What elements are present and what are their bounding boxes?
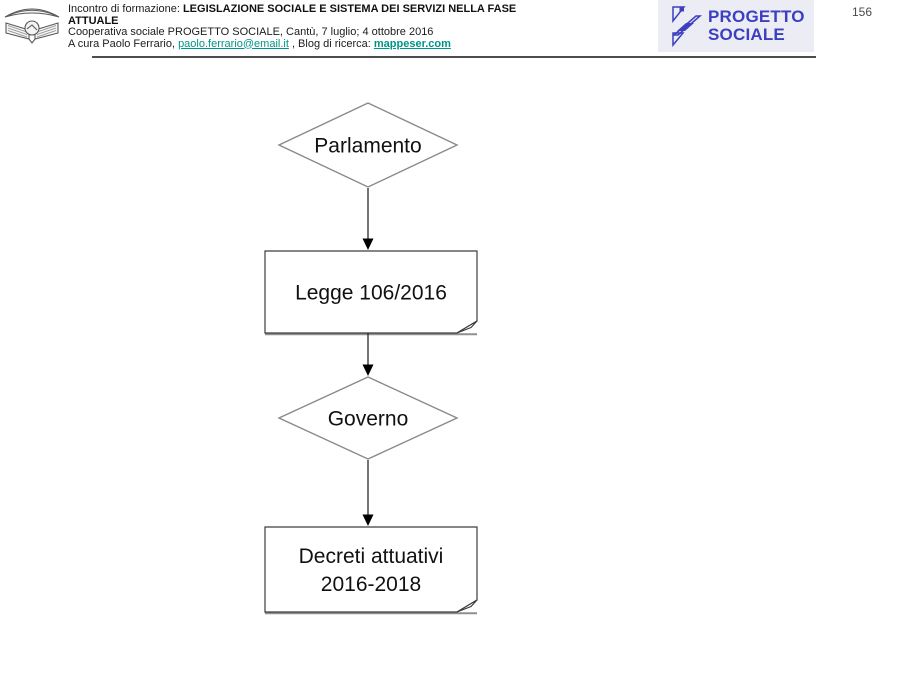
node-decreti-label-line1: Decreti attuativi — [299, 545, 444, 568]
node-decreti-fold — [456, 599, 478, 613]
handshake-book-logo-icon — [4, 8, 60, 44]
page-title: Incontro di formazione: LEGISLAZIONE SOC… — [68, 3, 648, 16]
node-decreti-shape — [264, 526, 478, 613]
legislation-flowchart: Parlamento Legge 106/2016 Governo Decret… — [264, 102, 478, 615]
header-text-block: Incontro di formazione: LEGISLAZIONE SOC… — [68, 3, 648, 50]
blog-link[interactable]: mappeser.com — [373, 37, 451, 50]
email-link[interactable]: paolo.ferrario@email.it — [178, 37, 289, 50]
page-title-line2: ATTUALE — [68, 14, 119, 27]
node-governo-label: Governo — [328, 408, 409, 431]
node-decreti-label-line2: 2016-2018 — [321, 573, 421, 596]
title-bold: LEGISLAZIONE SOCIALE E SISTEMA DEI SERVI… — [182, 3, 517, 15]
arrowhead-icon — [362, 514, 374, 526]
header-subtitle: Cooperativa sociale PROGETTO SOCIALE, Ca… — [68, 26, 434, 38]
arrowhead-icon — [362, 364, 374, 376]
node-legge-label: Legge 106/2016 — [295, 282, 447, 305]
node-parlamento-shape — [277, 102, 459, 188]
progetto-sociale-mark-icon — [671, 6, 703, 48]
node-parlamento-label: Parlamento — [314, 135, 421, 158]
header-credits: A cura Paolo Ferrario, paolo.ferrario@em… — [68, 37, 451, 50]
progetto-sociale-logo: PROGETTO SOCIALE — [658, 0, 814, 52]
arrowhead-icon — [362, 238, 374, 250]
node-governo-shape — [277, 376, 459, 460]
header-divider — [92, 56, 816, 58]
title-prefix: Incontro di formazione: — [68, 3, 183, 15]
progetto-sociale-wordmark: PROGETTO SOCIALE — [708, 7, 805, 44]
page-number: 156 — [852, 5, 873, 19]
node-legge-fold — [456, 320, 478, 334]
